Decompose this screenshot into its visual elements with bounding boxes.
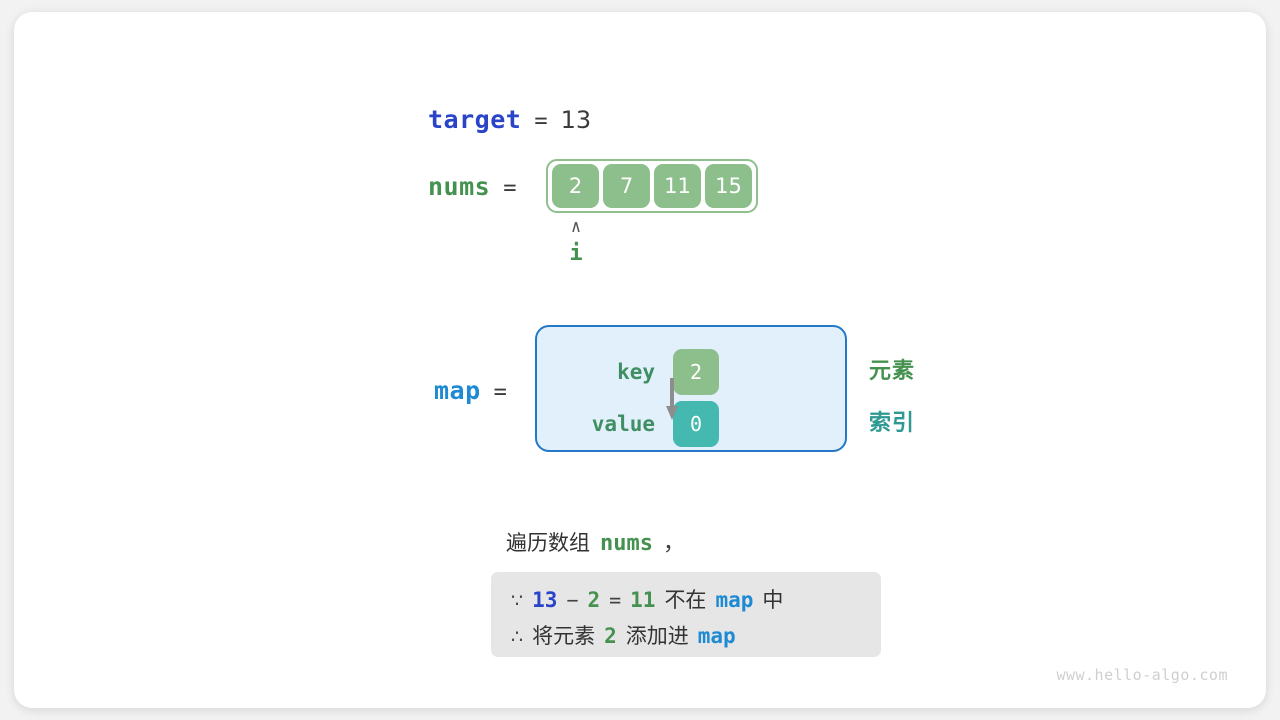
note-element: 元素 (869, 359, 916, 384)
array-cell: 7 (603, 164, 650, 208)
nums-equals-sign: = (503, 176, 517, 201)
map-key-label: key (617, 360, 655, 384)
map-container: key 2 value 0 (535, 325, 847, 452)
index-pointer-label: i (569, 241, 583, 266)
map-value-row: value 0 (549, 401, 719, 447)
formula-line-1: ∵ 13 − 2 = 11 不在 map 中 (511, 584, 861, 620)
caption-prefix: 遍历数组 (506, 531, 590, 555)
target-row: target = 13 (428, 105, 591, 134)
map-value-cell: 0 (673, 401, 719, 447)
formula-not-in-text: 不在 (664, 588, 707, 612)
minus-operator: − (566, 588, 579, 612)
formula-in-suffix: 中 (762, 588, 784, 612)
caret-up-icon: ∧ (570, 217, 582, 237)
formula-map-target: map (697, 624, 736, 648)
map-label: map (434, 376, 481, 405)
equals-operator: = (609, 588, 622, 612)
therefore-symbol: ∴ (511, 626, 524, 648)
target-equals-sign: = (534, 109, 548, 134)
caption-comma: ， (662, 531, 685, 556)
map-equals-sign: = (493, 380, 507, 405)
target-label: target (428, 105, 522, 134)
map-label-row: map = (434, 376, 507, 405)
map-key-row: key 2 (571, 349, 719, 395)
nums-label-row: nums = (428, 172, 516, 201)
formula-box: ∵ 13 − 2 = 11 不在 map 中 ∴ 将元素 2 添加进 map (491, 572, 881, 657)
nums-label: nums (428, 172, 491, 201)
target-value: 13 (560, 106, 592, 134)
formula-add-element-text: 将元素 (532, 624, 596, 648)
formula-target-value: 13 (532, 588, 558, 612)
formula-add-into-text: 添加进 (625, 624, 689, 648)
array-cell: 2 (552, 164, 599, 208)
nums-array-container: 2 7 11 15 (546, 159, 758, 213)
caption-code: nums (600, 531, 653, 556)
array-cell: 15 (705, 164, 752, 208)
formula-current-num: 2 (587, 588, 601, 612)
diagram-card: target = 13 nums = 2 7 11 15 ∧ i map = (14, 12, 1266, 708)
caption-row: 遍历数组 nums ， (506, 525, 685, 557)
array-cell: 11 (654, 164, 701, 208)
map-value-label: value (591, 412, 655, 436)
watermark: www.hello-algo.com (1056, 666, 1228, 684)
formula-complement: 11 (630, 588, 656, 612)
formula-map-ref: map (715, 588, 754, 612)
formula-line-2: ∴ 将元素 2 添加进 map (511, 620, 861, 656)
note-index: 索引 (869, 411, 916, 436)
formula-added-num: 2 (604, 624, 617, 648)
because-symbol: ∵ (511, 590, 524, 612)
map-key-cell: 2 (673, 349, 719, 395)
index-pointer: ∧ i (562, 219, 590, 265)
